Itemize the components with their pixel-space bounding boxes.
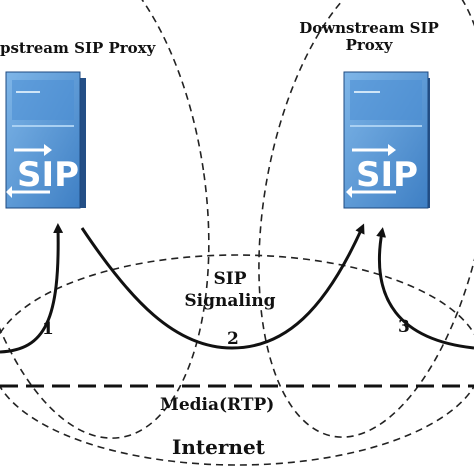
- downstream-proxy-label: Downstream SIP Proxy: [292, 19, 446, 55]
- media-rtp-label: Media(RTP): [160, 395, 275, 415]
- downstream-proxy-label-line2: Proxy: [345, 36, 393, 55]
- sip-signaling-label-line1: SIP: [213, 269, 247, 289]
- step-1-label: 1: [42, 319, 54, 339]
- upstream-sip-server-icon: SIP: [5, 71, 86, 209]
- sip-signaling-label: SIP Signaling: [168, 269, 292, 311]
- internet-cloud-boundary: [0, 254, 474, 466]
- signaling-arrow-2: [80, 223, 365, 350]
- upstream-domain-boundary: [0, 0, 210, 439]
- svg-text:SIP: SIP: [356, 155, 418, 195]
- internet-label: Internet: [172, 435, 265, 459]
- step-2-label: 2: [227, 329, 239, 349]
- sip-signaling-label-line2: Signaling: [184, 290, 276, 311]
- step-3-label: 3: [398, 317, 410, 337]
- downstream-sip-server-icon: SIP: [343, 71, 430, 209]
- downstream-proxy-label-line1: Downstream SIP: [299, 19, 439, 37]
- signaling-arrow-1: [0, 223, 64, 354]
- downstream-domain-boundary: [258, 0, 474, 438]
- svg-text:SIP: SIP: [17, 155, 79, 195]
- upstream-proxy-label: pstream SIP Proxy: [0, 39, 156, 57]
- signaling-arrow-3: [376, 227, 474, 350]
